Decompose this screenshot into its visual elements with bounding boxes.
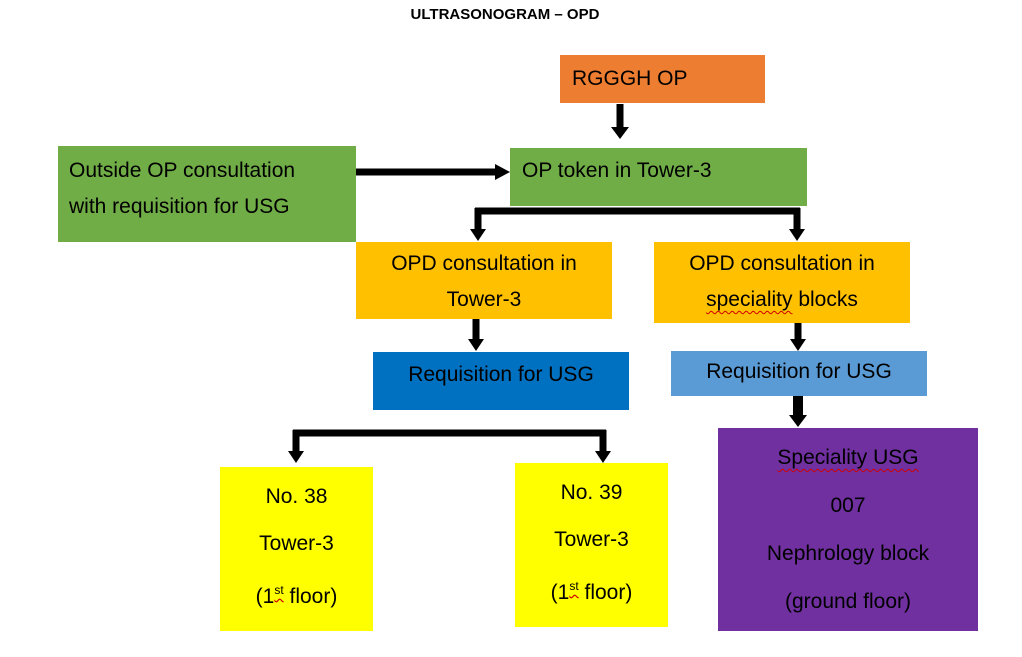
node-room-38-number: No. 38 (265, 485, 328, 508)
node-requisition-right: Requisition for USG (671, 351, 927, 396)
node-room-38-floor: (1st floor) (220, 567, 373, 620)
node-requisition-left-text: Requisition for USG (408, 363, 594, 386)
node-speciality-usg-room: 007 (830, 494, 866, 517)
node-speciality-usg-block: Nephrology block (766, 542, 930, 565)
node-rgggh-op: RGGGH OP (560, 55, 765, 103)
node-requisition-left: Requisition for USG (373, 352, 629, 410)
node-outside-op-line2: with requisition for USG (69, 195, 290, 218)
node-speciality-usg-title: Speciality USG (718, 434, 978, 482)
node-opd-speciality-line2: speciality blocks (706, 288, 858, 311)
floor-prefix: (1 (255, 585, 275, 608)
connector-token-split (470, 207, 805, 241)
floor-prefix: (1 (550, 581, 570, 604)
arrowhead-rgggh-to-token (611, 127, 629, 139)
node-opd-speciality: OPD consultation in speciality blocks (654, 242, 910, 323)
node-rgggh-op-text: RGGGH OP (572, 67, 688, 90)
arrowhead-opd-tower-to-requisition (468, 339, 484, 351)
floor-suffix: floor) (578, 581, 633, 604)
arrowhead-opd-speciality-to-requisition (790, 339, 806, 351)
floor-suffix: floor) (283, 585, 338, 608)
node-speciality-usg-floor: (ground floor) (784, 590, 912, 613)
speciality-usg-label: Speciality USG (777, 446, 919, 469)
connector-requisition-split (288, 429, 611, 463)
node-opd-speciality-line1: OPD consultation in (689, 252, 875, 275)
node-room-39-floor: (1st floor) (515, 563, 668, 616)
floor-superscript: st (569, 579, 579, 593)
node-room-39-building: Tower-3 (554, 528, 629, 551)
node-requisition-right-text: Requisition for USG (706, 360, 892, 383)
node-opd-tower3: OPD consultation in Tower-3 (356, 242, 612, 319)
floor-superscript: st (274, 583, 284, 597)
arrowhead-requisition-to-speciality-usg (789, 415, 807, 427)
diagram-title: ULTRASONOGRAM – OPD (410, 6, 600, 23)
node-op-token-text: OP token in Tower-3 (522, 159, 712, 182)
node-room-38-building: Tower-3 (259, 532, 334, 555)
node-opd-tower3-line2: Tower-3 (446, 288, 522, 311)
node-op-token: OP token in Tower-3 (510, 148, 807, 206)
node-room-38: No. 38 Tower-3 (1st floor) (220, 467, 373, 631)
node-room-39: No. 39 Tower-3 (1st floor) (515, 463, 668, 627)
node-outside-op-line1: Outside OP consultation (69, 159, 296, 182)
node-speciality-usg: Speciality USG 007 Nephrology block (gro… (718, 428, 978, 631)
node-opd-tower3-line1: OPD consultation in (391, 252, 577, 275)
arrowhead-outside-to-token (495, 164, 510, 180)
node-room-39-number: No. 39 (560, 481, 623, 504)
node-outside-op: Outside OP consultation with requisition… (58, 146, 356, 242)
speciality-word: speciality (706, 288, 793, 311)
